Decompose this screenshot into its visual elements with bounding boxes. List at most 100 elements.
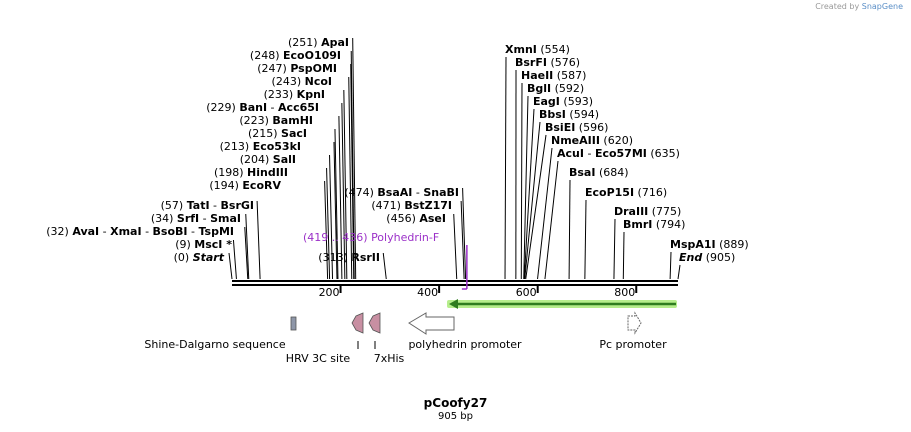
site-position: (554) [537, 43, 570, 56]
site-connector [523, 108, 535, 280]
enzyme-name: EcoO109I [283, 49, 341, 62]
enzyme-name: Start [193, 251, 225, 264]
site-position: (215) [248, 127, 281, 140]
ruler-tick-label: 200 [319, 286, 340, 299]
site-position: (775) [648, 205, 681, 218]
site-position: (0) [174, 251, 193, 264]
enzyme-name: BanI [239, 101, 267, 114]
site-connector [584, 199, 587, 280]
site-connector [568, 179, 571, 280]
enzyme-name: BglI [527, 82, 551, 95]
enzyme-name: BsoBI [153, 225, 188, 238]
enzyme-name: Acc65I [278, 101, 319, 114]
enzyme-name: BsiEI [545, 121, 575, 134]
site-connector [245, 213, 250, 280]
feature-7xhis [368, 312, 381, 334]
enzyme-separator: - [199, 212, 210, 225]
enzyme-name: SalI [273, 153, 296, 166]
enzyme-name: HindIII [247, 166, 288, 179]
site-position: (243) [272, 75, 305, 88]
credit-prefix: Created by [815, 2, 860, 11]
enzyme-name: AseI [419, 212, 446, 225]
site-label-bsaai: (474) BsaAI - SnaBI [344, 186, 459, 199]
ruler-tick-label: 800 [614, 286, 635, 299]
site-label-eco53ki: (213) Eco53kI [220, 140, 301, 153]
site-label-eagi: EagI (593) [533, 95, 593, 108]
site-label-bsiei: BsiEI (596) [545, 121, 608, 134]
site-connector [324, 180, 329, 280]
site-connector [333, 141, 338, 280]
site-label-apai: (251) ApaI [288, 36, 349, 49]
site-position: (905) [702, 251, 735, 264]
site-connector [613, 218, 616, 280]
site-position: (889) [716, 238, 749, 251]
enzyme-name: XmnI [505, 43, 537, 56]
enzyme-name: EagI [533, 95, 560, 108]
site-connector [326, 167, 331, 280]
primer-label: (419 .. 436) Polyhedrin-F [303, 231, 439, 244]
site-position: (593) [560, 95, 593, 108]
enzyme-name: BbsI [539, 108, 566, 121]
feature-label-pc-promoter: Pc promoter [599, 338, 667, 351]
enzyme-separator: - [99, 225, 110, 238]
site-connector [525, 134, 547, 280]
site-connector [343, 89, 348, 280]
enzyme-name: Eco57MI [595, 147, 647, 160]
enzyme-separator: - [267, 101, 278, 114]
site-position: (716) [634, 186, 667, 199]
site-label-tati: (57) TatI - BsrGI [161, 199, 254, 212]
enzyme-separator: - [210, 199, 221, 212]
site-connector [350, 63, 355, 280]
enzyme-name: AcuI [557, 147, 584, 160]
plasmid-size: 905 bp [438, 411, 473, 422]
enzyme-name: HaeII [521, 69, 553, 82]
site-connector [622, 231, 625, 280]
enzyme-name: SacI [281, 127, 307, 140]
site-label-bsrfi: BsrFI (576) [515, 56, 580, 69]
enzyme-name: RsrII [351, 251, 380, 264]
site-position: (248) [250, 49, 283, 62]
site-position: (587) [553, 69, 586, 82]
feature-label-hrv-3c-site: HRV 3C site [286, 352, 351, 365]
enzyme-separator: - [584, 147, 595, 160]
enzyme-name: BsrFI [515, 56, 547, 69]
site-connector [232, 239, 237, 280]
site-position: (213) [220, 140, 253, 153]
enzyme-name: KpnI [297, 88, 325, 101]
enzyme-name: SrfI [177, 212, 199, 225]
site-position: (471) [371, 199, 404, 212]
site-position: (223) [239, 114, 272, 127]
site-position: (32) [46, 225, 72, 238]
feature-shine-dalgarno [290, 316, 297, 331]
enzyme-name: BsaAI [377, 186, 412, 199]
site-connector [256, 200, 261, 280]
site-label-draiii: DraIII (775) [614, 205, 681, 218]
site-position: (576) [547, 56, 580, 69]
feature-label-polyhedrin-promoter: polyhedrin promoter [408, 338, 522, 351]
site-label-bani: (229) BanI - Acc65I [206, 101, 319, 114]
ruler-tick-label: 400 [417, 286, 438, 299]
site-position: (474) [344, 186, 377, 199]
site-label-ncoi: (243) NcoI [272, 75, 332, 88]
enzyme-name: MspA1I [670, 238, 716, 251]
site-connector [352, 37, 357, 280]
site-position: (635) [647, 147, 680, 160]
site-label-ecorv: (194) EcoRV [209, 179, 281, 192]
feature-label-7xhis: 7xHis [374, 352, 405, 365]
site-position: (233) [264, 88, 297, 101]
site-label-kpni: (233) KpnI [264, 88, 325, 101]
enzyme-name: EcoP15I [585, 186, 634, 199]
site-connector [544, 160, 559, 280]
enzyme-name: NmeAIII [551, 134, 600, 147]
enzyme-name: TatI [187, 199, 210, 212]
site-position: (194) [209, 179, 242, 192]
site-position: (204) [240, 153, 273, 166]
site-label-ecop15i: EcoP15I (716) [585, 186, 667, 199]
site-connector [338, 115, 343, 280]
primer-range: (419 .. 436) [303, 231, 371, 244]
enzyme-name: ApaI [321, 36, 349, 49]
site-label-bgli: BglI (592) [527, 82, 584, 95]
site-label-bsai: BsaI (684) [569, 166, 629, 179]
site-connector [334, 128, 339, 280]
feature-hrv-3c-site [351, 312, 364, 334]
